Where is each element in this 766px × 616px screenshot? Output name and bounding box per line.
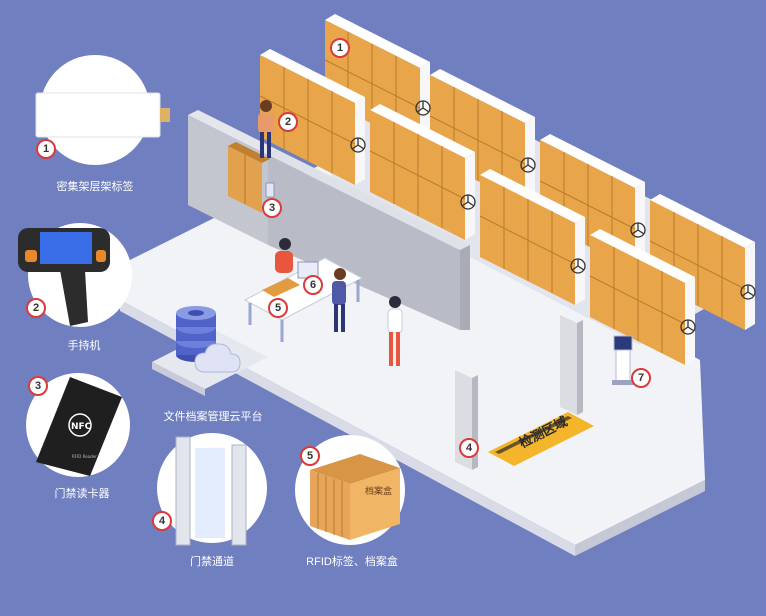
nfc-icon: NFC	[71, 422, 92, 432]
scene-marker-3: 3	[262, 198, 282, 218]
cloud-platform-label: 文件档案管理云平台	[163, 411, 263, 423]
long-wall-top	[268, 150, 470, 250]
kiosk-body	[615, 349, 631, 383]
scene-marker-2: 2	[278, 112, 298, 132]
callout-label-3: 门禁读卡器	[54, 488, 110, 500]
handheld-scanner	[18, 228, 110, 326]
callout-label-1: 密集架层架标签	[56, 181, 134, 193]
callout-badge-4: 4	[152, 511, 172, 531]
gate-pair	[175, 436, 247, 546]
main-floor	[120, 160, 705, 545]
callout-label-2: 手持机	[67, 340, 101, 352]
shelving-units	[259, 14, 755, 365]
shelf-unit	[649, 194, 755, 330]
person-walking	[387, 296, 403, 366]
shelf-label-tab	[160, 108, 170, 122]
reader-caption: RFID Reader	[72, 454, 97, 459]
callout-badge-3: 3	[28, 376, 48, 396]
floor-right-edge	[575, 480, 705, 556]
person-visitor	[332, 268, 346, 332]
desk-legs	[248, 280, 360, 342]
callout-badge-5: 5	[300, 446, 320, 466]
kiosk-base	[612, 380, 634, 385]
kiosk-screen	[613, 335, 633, 351]
archive-box-stack: 档案盒	[310, 454, 400, 540]
shelf-unit	[369, 104, 475, 240]
box-stack-on-desk	[262, 278, 300, 297]
callout-label-5: RFID标签、档案盒	[306, 556, 398, 568]
person-at-shelf	[258, 100, 274, 158]
person-clerk	[275, 238, 293, 273]
server-stack-icon	[176, 306, 216, 362]
wall-reader	[265, 182, 275, 198]
wall-end-top	[460, 245, 470, 330]
scene-marker-4: 4	[459, 438, 479, 458]
scene-marker-7: 7	[631, 368, 651, 388]
detection-zone	[488, 412, 594, 466]
callout-badge-1: 1	[36, 139, 56, 159]
back-wall-top	[188, 110, 278, 155]
nfc-reader: NFC RFID Reader	[36, 377, 122, 476]
wooden-door-side	[228, 142, 270, 163]
mercedes-star-icon	[350, 100, 756, 335]
shelf-unit	[479, 169, 585, 305]
shelf-unit	[589, 229, 695, 365]
cloud-icon	[194, 343, 241, 373]
shelf-unit	[429, 69, 535, 205]
callout-badge-2: 2	[26, 298, 46, 318]
detection-zone-stripe	[495, 416, 572, 454]
long-wall	[268, 155, 460, 330]
callout-label-4: 门禁通道	[190, 556, 234, 568]
scene-marker-5: 5	[268, 298, 288, 318]
gate-pillar-right	[560, 315, 577, 415]
scene-marker-6: 6	[303, 275, 323, 295]
scene-marker-1: 1	[330, 38, 350, 58]
gate-pillar-right-face	[577, 320, 583, 415]
box-label: 档案盒	[365, 485, 392, 497]
shelf-unit	[259, 49, 365, 185]
step-platform-edge	[152, 362, 205, 396]
shelf-label-card	[35, 92, 161, 138]
